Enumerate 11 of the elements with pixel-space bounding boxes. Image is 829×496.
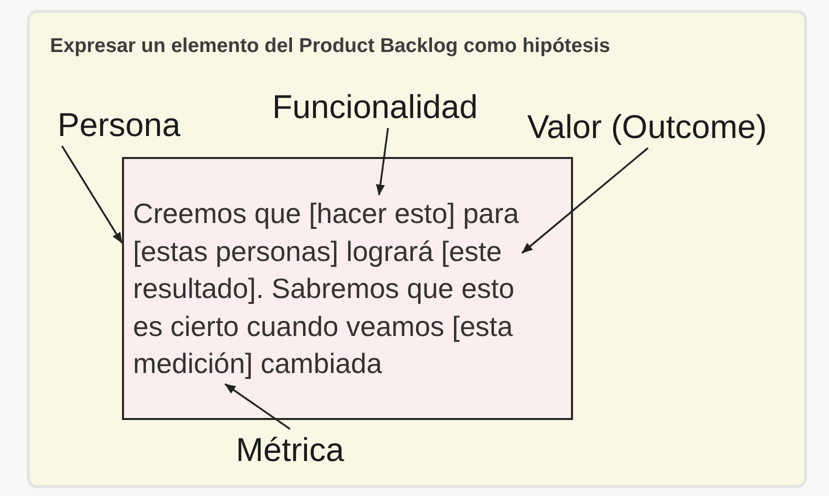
leader-arrow bbox=[61, 146, 123, 244]
callout-label: Funcionalidad bbox=[272, 88, 478, 126]
leader-arrow bbox=[521, 147, 649, 254]
callout-label: Métrica bbox=[236, 431, 344, 469]
callout-label: Valor (Outcome) bbox=[527, 108, 767, 146]
callout-label: Persona bbox=[58, 106, 180, 144]
hypothesis-text: Creemos que [hacer esto] para [estas personas] logrará [este resultado]. Sabremos que esto es cierto cuando veamos [esta medición] cambiada bbox=[133, 197, 520, 381]
leader-arrow bbox=[376, 128, 389, 196]
leader-arrow bbox=[224, 383, 291, 430]
hypothesis-box bbox=[122, 157, 573, 420]
diagram-title: Expresar un elemento del Product Backlog como hipótesis bbox=[50, 34, 610, 58]
